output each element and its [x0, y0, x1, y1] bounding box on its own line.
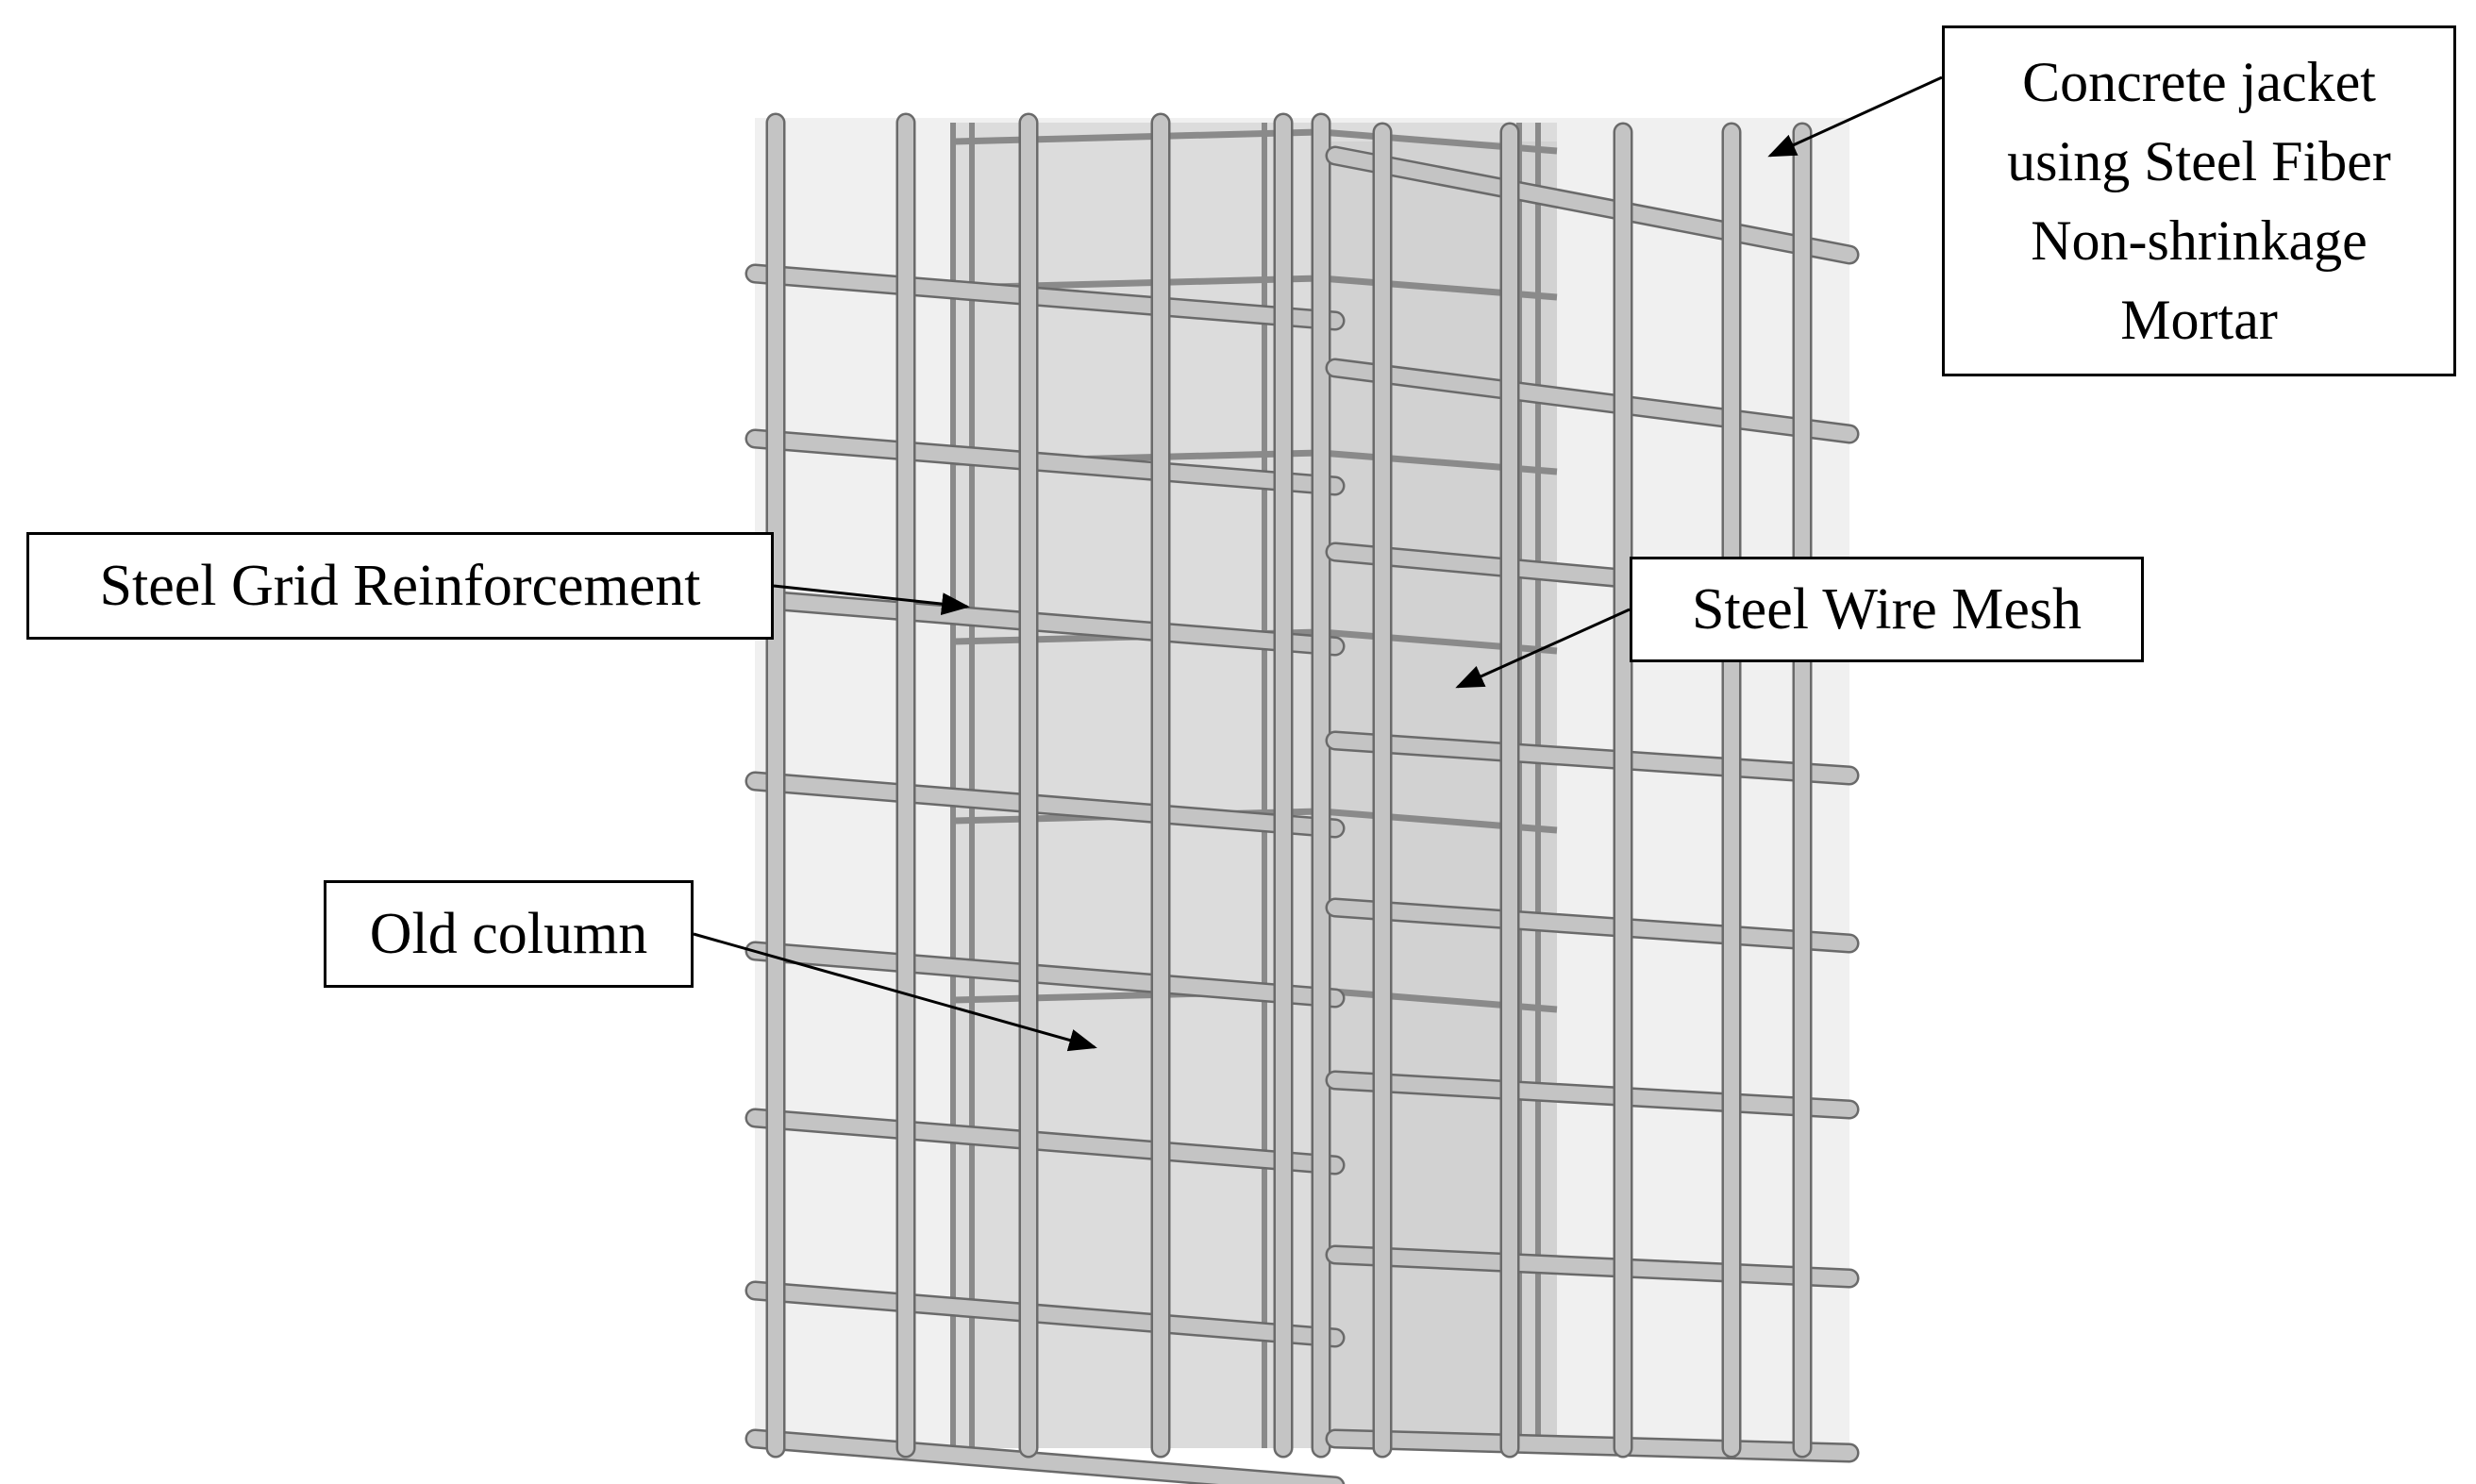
steel-wire-mesh-right-face — [1325, 122, 1860, 1463]
mesh-horizontal-bar-left — [747, 774, 1343, 836]
concrete-jacket-label-line-4: Mortar — [2120, 289, 2278, 351]
mesh-horizontal-bar-right — [1328, 1431, 1857, 1460]
leader-wire-mesh — [1455, 608, 1631, 689]
mesh-horizontal-bar-left — [747, 1283, 1343, 1345]
mesh-horizontal-bar-left — [747, 431, 1343, 493]
mesh-horizontal-bar-right — [1328, 900, 1857, 951]
concrete-jacket-label: Concrete jacket using Steel Fiber Non-sh… — [1942, 25, 2456, 376]
concrete-jacket-label-line-2: using Steel Fiber — [2007, 130, 2391, 192]
leader-jacket — [1767, 75, 1943, 158]
mesh-horizontal-bar-left — [747, 266, 1343, 328]
steel-grid-label: Steel Grid Reinforcement — [26, 532, 774, 640]
concrete-jacket-label-line-3: Non-shrinkage — [2031, 209, 2367, 272]
steel-wire-mesh-left-face — [744, 112, 1346, 1484]
mesh-horizontal-bar-left — [747, 943, 1343, 1006]
mesh-horizontal-bar-right — [1328, 1073, 1857, 1117]
concrete-jacket-label-line-1: Concrete jacket — [2022, 51, 2376, 113]
leader-old-column — [693, 932, 1097, 1052]
steel-wire-mesh-label: Steel Wire Mesh — [1630, 557, 2144, 662]
mesh-horizontal-bar-right — [1328, 148, 1857, 262]
leader-steel-grid — [773, 584, 970, 616]
old-column-label: Old column — [324, 880, 694, 988]
inner-horizontal-bar — [952, 128, 1322, 145]
mesh-horizontal-bar-right — [1328, 1247, 1857, 1286]
mesh-horizontal-bar-left — [747, 1431, 1343, 1484]
mesh-horizontal-bar-left — [747, 592, 1343, 654]
mesh-horizontal-bar-right — [1328, 360, 1857, 442]
mesh-horizontal-bar-left — [747, 1110, 1343, 1173]
leader-lines — [693, 75, 1943, 1052]
mesh-horizontal-bar-right — [1328, 733, 1857, 783]
